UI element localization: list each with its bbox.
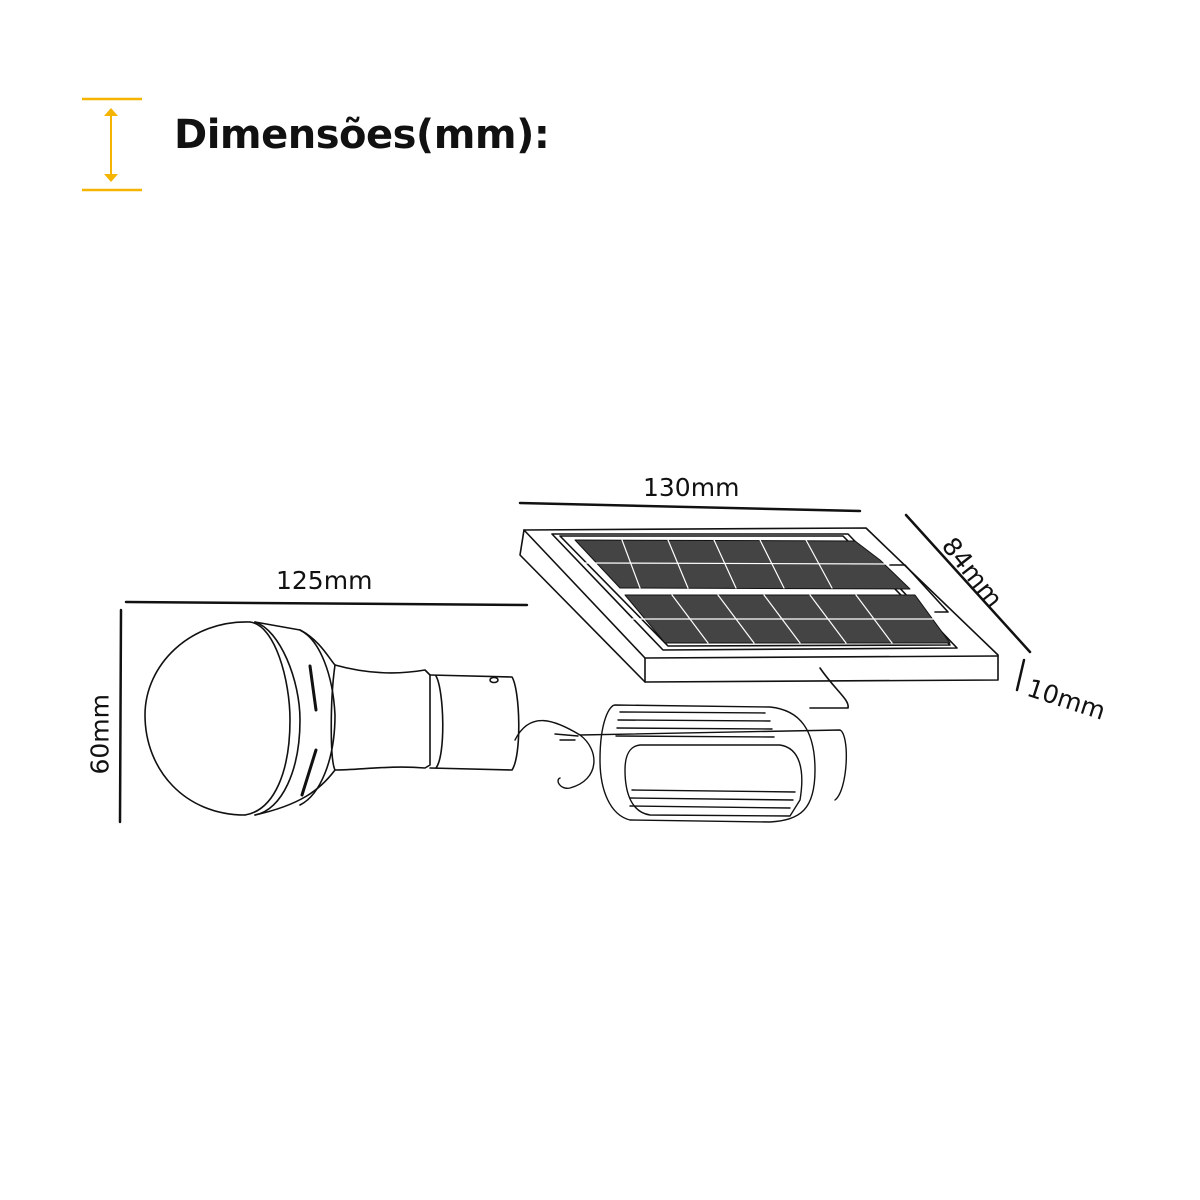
panel-width-label: 130mm [643,473,740,502]
coiled-cable-drawing [514,704,848,823]
bulb-drawing [144,621,520,816]
dimension-lines [118,501,1032,824]
page-title: Dimensões(mm): [174,112,550,158]
height-dimension-icon [82,97,142,192]
solar-panel-drawing [519,527,999,709]
bulb-length-label: 125mm [276,566,373,595]
bulb-height-label: 60mm [85,693,115,775]
